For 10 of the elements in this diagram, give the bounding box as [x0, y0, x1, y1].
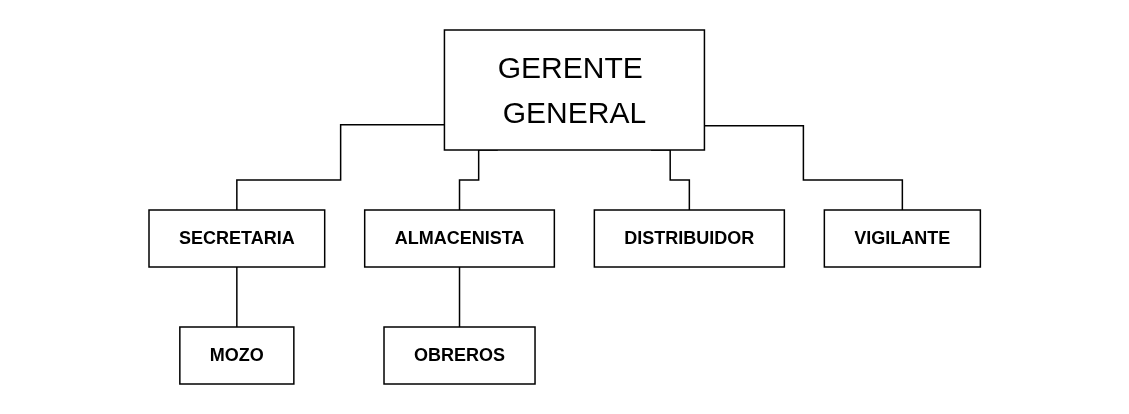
node-box: OBREROS	[383, 326, 536, 385]
connector	[235, 266, 238, 328]
node-box: VIGILANTE	[823, 209, 981, 268]
node-box: SECRETARIA	[148, 209, 326, 268]
node-box: GERENTE GENERAL	[443, 29, 705, 151]
node-box: DISTRIBUIDOR	[593, 209, 785, 268]
connector	[458, 266, 461, 328]
node-box: ALMACENISTA	[363, 209, 555, 268]
node-box: MOZO	[178, 326, 295, 385]
connector	[235, 123, 445, 211]
